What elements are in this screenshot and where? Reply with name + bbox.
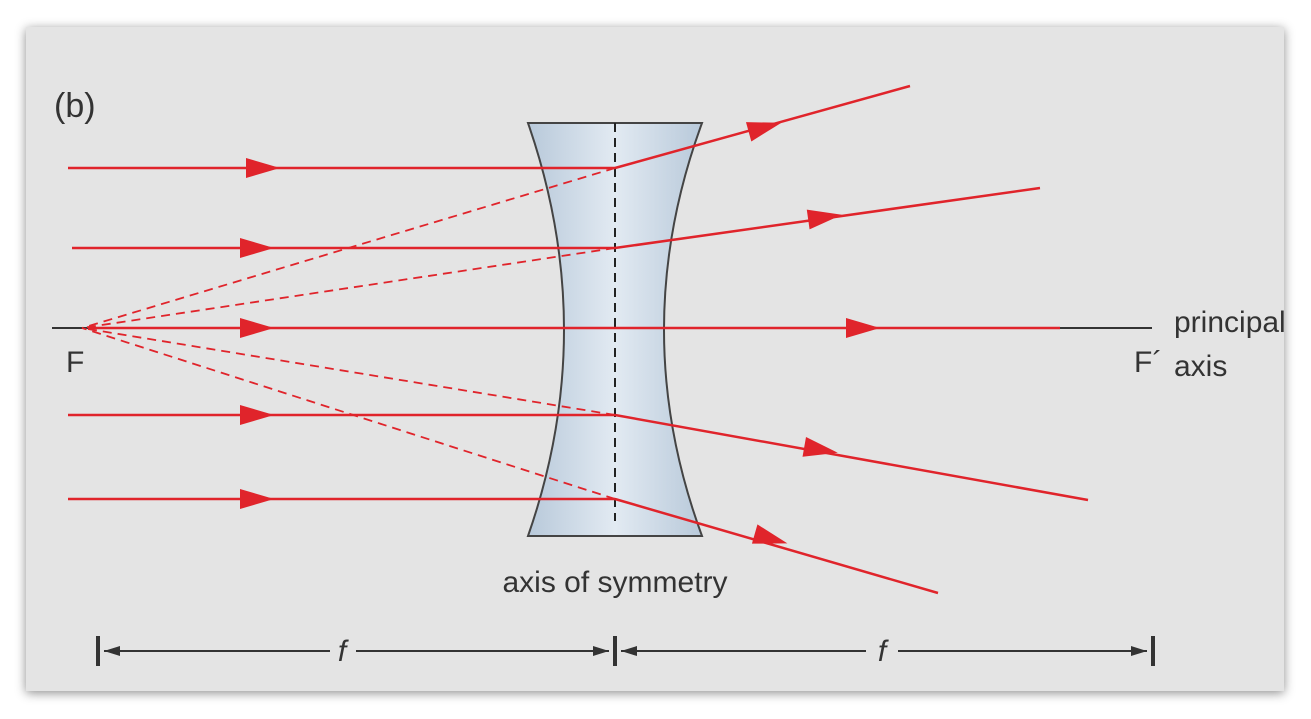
virtual-ray-2 bbox=[81, 247, 616, 329]
dimension-arrowhead bbox=[621, 646, 637, 656]
concave-lens-diagram: (b) F F´ principal axis axis of symmetry… bbox=[52, 84, 1284, 668]
principal-axis-label-line2: axis bbox=[1174, 350, 1227, 383]
ray-arrowhead bbox=[246, 158, 280, 178]
ray-arrowhead bbox=[751, 524, 788, 544]
virtual-ray-1 bbox=[81, 167, 616, 329]
focal-length-label-right: f bbox=[878, 635, 889, 668]
ray-arrowhead bbox=[240, 238, 274, 258]
refracted-ray-4 bbox=[614, 413, 1089, 502]
ray-arrowhead bbox=[240, 318, 274, 338]
refracted-ray-5 bbox=[614, 497, 939, 595]
diagram-panel: (b) F F´ principal axis axis of symmetry… bbox=[26, 27, 1284, 691]
principal-axis-label-line1: principal bbox=[1174, 306, 1284, 339]
ray-arrowhead bbox=[802, 437, 838, 457]
ray-arrowhead bbox=[846, 318, 880, 338]
ray-arrowhead bbox=[240, 489, 274, 509]
panel-label: (b) bbox=[54, 87, 96, 125]
focal-point-right-label: F´ bbox=[1134, 346, 1162, 379]
dimension-arrowhead bbox=[104, 646, 120, 656]
focal-point-left-label: F bbox=[66, 346, 84, 379]
virtual-ray-4 bbox=[81, 327, 616, 416]
ray-arrowhead bbox=[806, 209, 842, 230]
virtual-ray-5 bbox=[81, 327, 616, 500]
ray-arrowhead bbox=[240, 405, 274, 425]
ray-arrowhead bbox=[745, 122, 782, 142]
dimension-arrowhead bbox=[1131, 646, 1147, 656]
focal-length-label-left: f bbox=[338, 635, 349, 668]
axis-of-symmetry-label: axis of symmetry bbox=[502, 566, 727, 599]
dimension-arrowhead bbox=[593, 646, 609, 656]
